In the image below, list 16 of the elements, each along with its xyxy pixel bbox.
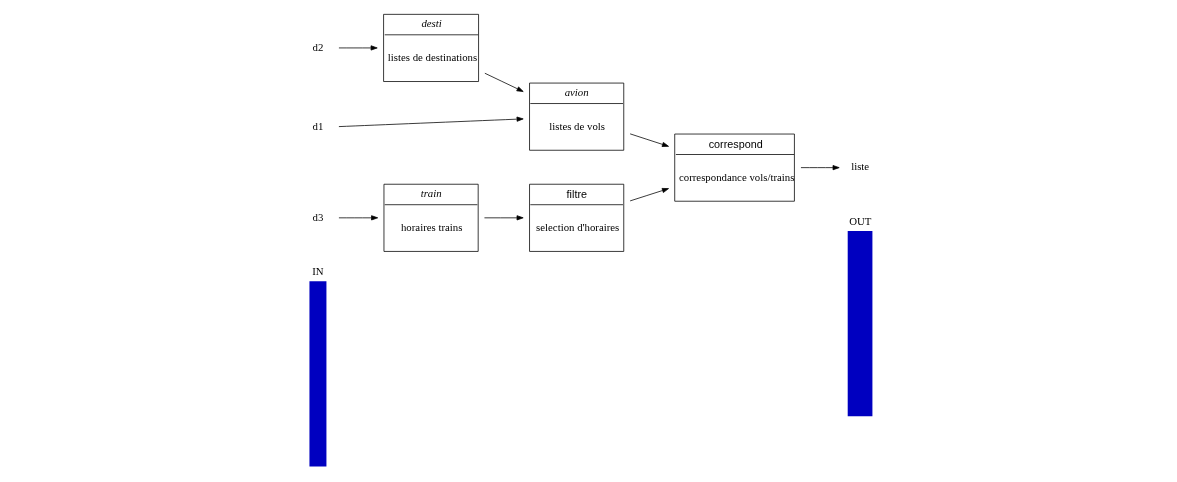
- node-box: [308, 281, 326, 467]
- node-text: d3: [312, 210, 323, 223]
- node-text: d1: [312, 120, 323, 133]
- arrow: [338, 215, 378, 221]
- arrow: [483, 215, 524, 221]
- node-box: [847, 230, 872, 417]
- node-label: OUT: [848, 214, 871, 227]
- arrow: [338, 45, 378, 51]
- node-label: IN: [311, 265, 324, 278]
- node-text: liste: [850, 160, 869, 173]
- node-text: d2: [312, 40, 323, 53]
- arrow: [800, 165, 840, 171]
- arrow: [629, 133, 669, 147]
- arrow: [629, 188, 669, 202]
- arrow: [338, 116, 524, 127]
- arrow: [483, 72, 524, 92]
